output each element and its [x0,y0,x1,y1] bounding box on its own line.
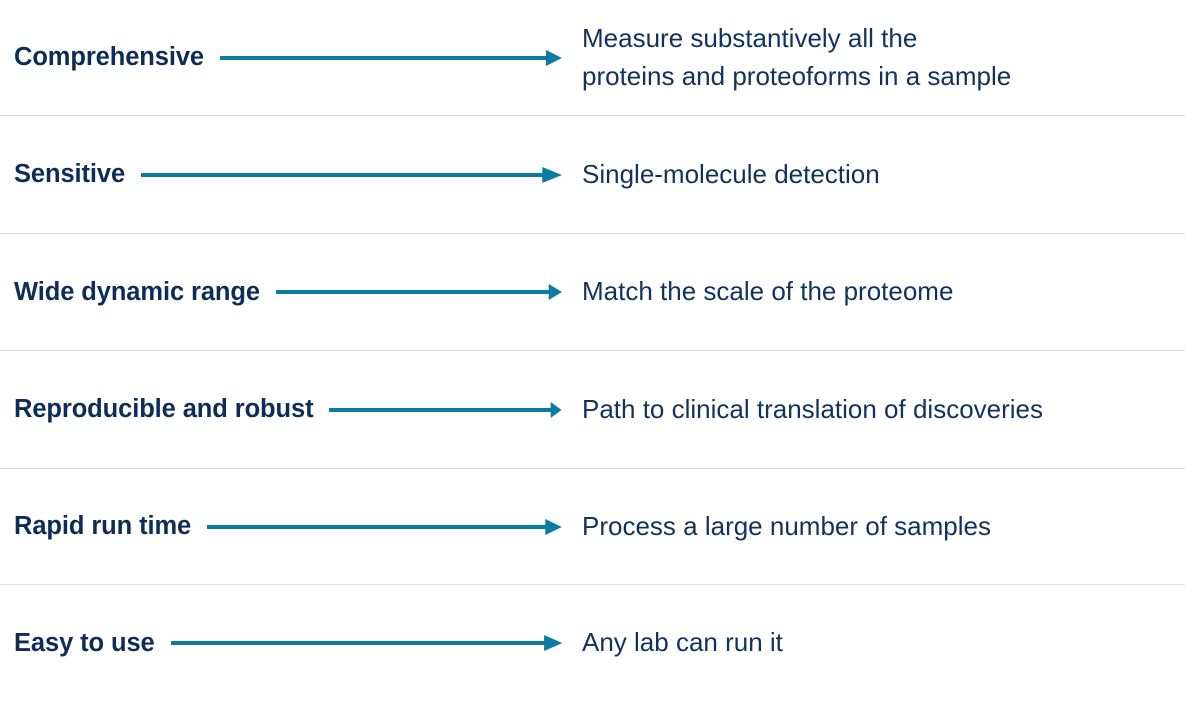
arrow-right-icon [207,516,562,538]
attribute-description: Any lab can run it [582,627,783,658]
arrow-right-icon [141,164,562,186]
row-left-group: Sensitive [14,160,562,189]
row-left-group: Easy to use [14,629,562,658]
attribute-label: Sensitive [14,160,126,188]
attribute-description: Match the scale of the proteome [582,276,954,307]
attribute-label: Rapid run time [14,512,192,540]
attribute-description: Measure substantively all the proteins a… [582,22,1012,91]
attribute-label: Comprehensive [14,43,205,71]
row-left-group: Comprehensive [14,43,562,72]
arrow-right-icon [275,281,562,303]
table-row: Reproducible and robust Path to clinical… [0,351,1185,469]
row-left-group: Wide dynamic range [14,278,562,307]
arrow-right-icon [329,399,562,421]
arrow-right-icon [220,47,562,69]
table-row: Sensitive Single-molecule detection [0,116,1185,234]
attribute-description: Process a large number of samples [582,510,991,541]
table-row: Rapid run time Process a large number of… [0,469,1185,585]
attribute-label: Reproducible and robust [14,395,314,423]
row-left-group: Reproducible and robust [14,395,562,424]
table-row: Comprehensive Measure substantively all … [0,0,1185,116]
attribute-description: Path to clinical translation of discover… [582,393,1044,424]
attribute-description: Single-molecule detection [582,158,880,189]
table-row: Wide dynamic range Match the scale of th… [0,234,1185,351]
arrow-right-icon [170,632,562,654]
attribute-label: Easy to use [14,628,155,657]
attribute-label: Wide dynamic range [14,277,260,306]
table-row: Easy to use Any lab can run it [0,585,1185,701]
row-left-group: Rapid run time [14,512,562,541]
